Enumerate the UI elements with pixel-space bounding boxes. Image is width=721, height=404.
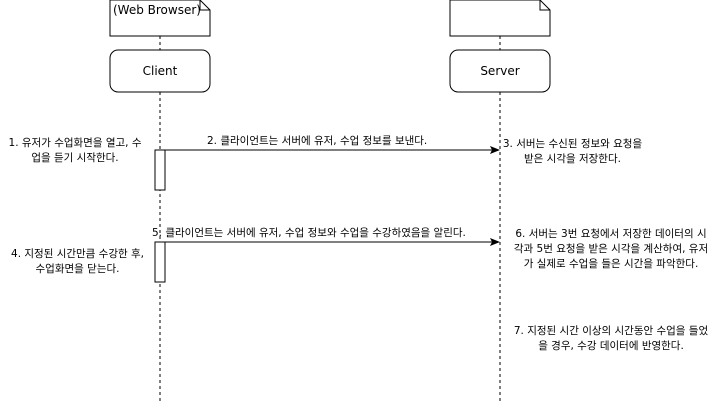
step-3-label: 3. 서버는 수신된 정보와 요청을 받은 시각을 저장한다. <box>500 137 645 167</box>
message-2-label: 2. 클라이언트는 서버에 유저, 수업 정보를 보낸다. <box>207 135 428 147</box>
client-actor-label: Client <box>142 64 178 78</box>
client-actor-box <box>109 49 211 93</box>
step-4-line-1: 4. 지정된 시간만큼 수강한 후, <box>11 248 144 260</box>
client-note-shape <box>109 0 211 37</box>
client-note-fold <box>199 0 210 11</box>
step-1-line-1: 1. 유저가 수업화면을 열고, 수 <box>8 137 142 149</box>
server-actor-box <box>449 49 551 93</box>
step-7-line-2: 을 경우, 수강 데이터에 반영한다. <box>538 340 684 352</box>
step-4-line-2: 수업화면을 닫는다. <box>35 263 120 275</box>
message-2-arrowhead <box>490 146 500 154</box>
client-note-label: (Web Browser) <box>113 3 201 17</box>
client-activation-2 <box>154 241 166 283</box>
step-6-line-3: 가 실제로 수업을 들은 시간을 파악한다. <box>523 258 699 270</box>
step-6-label: 6. 서버는 3번 요청에서 저장한 데이터의 시 각과 5번 요청을 받은 시… <box>505 227 717 272</box>
step-1-label: 1. 유저가 수업화면을 열고, 수 업을 듣기 시작한다. <box>0 136 150 166</box>
server-note-shape <box>449 0 551 37</box>
message-5-arrowhead <box>490 238 500 246</box>
step-3-line-1: 3. 서버는 수신된 정보와 요청을 <box>502 138 643 150</box>
step-7-line-1: 7. 지정된 시간 이상의 시간동안 수업을 들었 <box>513 325 709 337</box>
server-note-fold <box>539 0 550 11</box>
step-6-line-2: 각과 5번 요청을 받은 시각을 계산하여, 유저 <box>513 243 709 255</box>
step-6-line-1: 6. 서버는 3번 요청에서 저장한 데이터의 시 <box>515 228 707 240</box>
step-4-label: 4. 지정된 시간만큼 수강한 후, 수업화면을 닫는다. <box>0 247 155 277</box>
client-activation-1 <box>154 149 166 191</box>
server-actor-label: Server <box>480 64 520 78</box>
step-7-label: 7. 지정된 시간 이상의 시간동안 수업을 들었 을 경우, 수강 데이터에 … <box>505 324 717 354</box>
message-5-label: 5. 클라이언트는 서버에 유저, 수업 정보와 수업을 수강하였음을 알린다. <box>152 227 466 239</box>
step-1-line-2: 업을 듣기 시작한다. <box>31 152 119 164</box>
step-3-line-2: 받은 시각을 저장한다. <box>524 153 621 165</box>
